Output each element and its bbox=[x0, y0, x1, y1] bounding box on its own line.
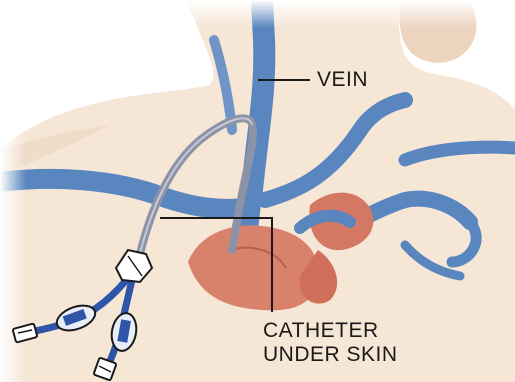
catheter-label-line1: CATHETER bbox=[263, 320, 379, 342]
vein-label: VEIN bbox=[317, 69, 368, 91]
catheter-label-line2: UNDER SKIN bbox=[263, 344, 398, 366]
